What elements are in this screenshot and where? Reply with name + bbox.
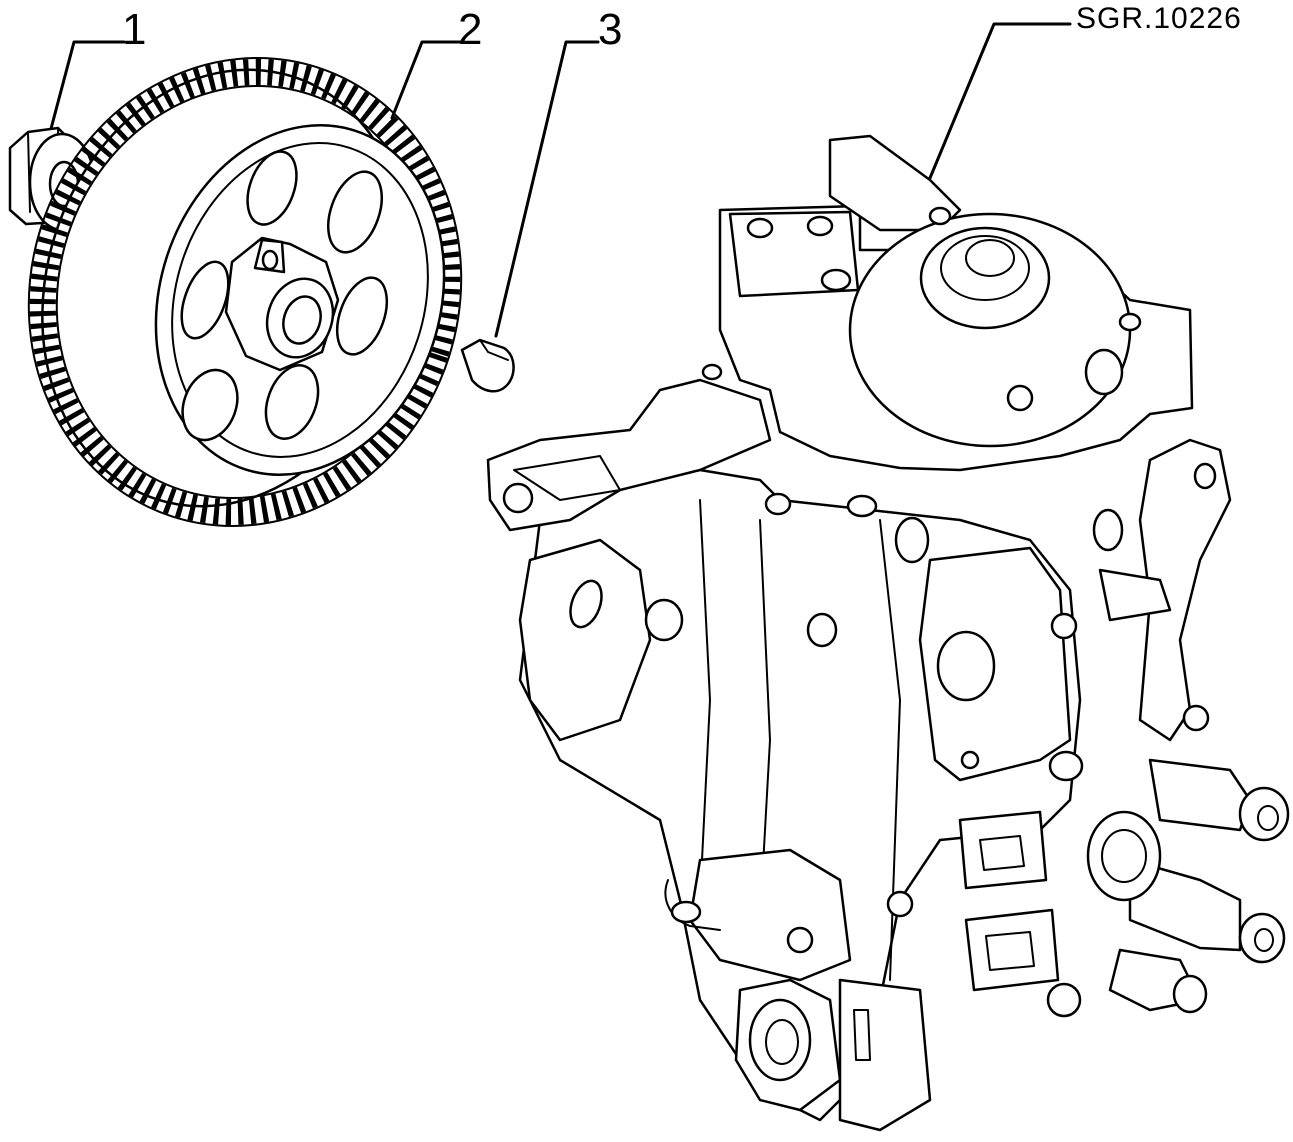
callout-number-1: 1: [122, 5, 146, 54]
leader-line-2: [390, 40, 462, 120]
woodruff-key-part: [460, 338, 515, 393]
reference-leader-line: [928, 22, 1072, 180]
callout-number-2: 2: [458, 5, 482, 54]
reference-label: SGR.10226: [928, 2, 1242, 180]
reference-code: SGR.10226: [1076, 2, 1242, 35]
callout-1: 1: [46, 5, 146, 142]
leader-line-1: [46, 40, 126, 142]
injection-pump-assembly: [486, 134, 1290, 1132]
callout-2: 2: [390, 5, 482, 120]
leader-line-3: [494, 40, 600, 338]
callout-3: 3: [494, 5, 622, 338]
callout-number-3: 3: [598, 5, 622, 54]
gear-part: [27, 57, 463, 527]
